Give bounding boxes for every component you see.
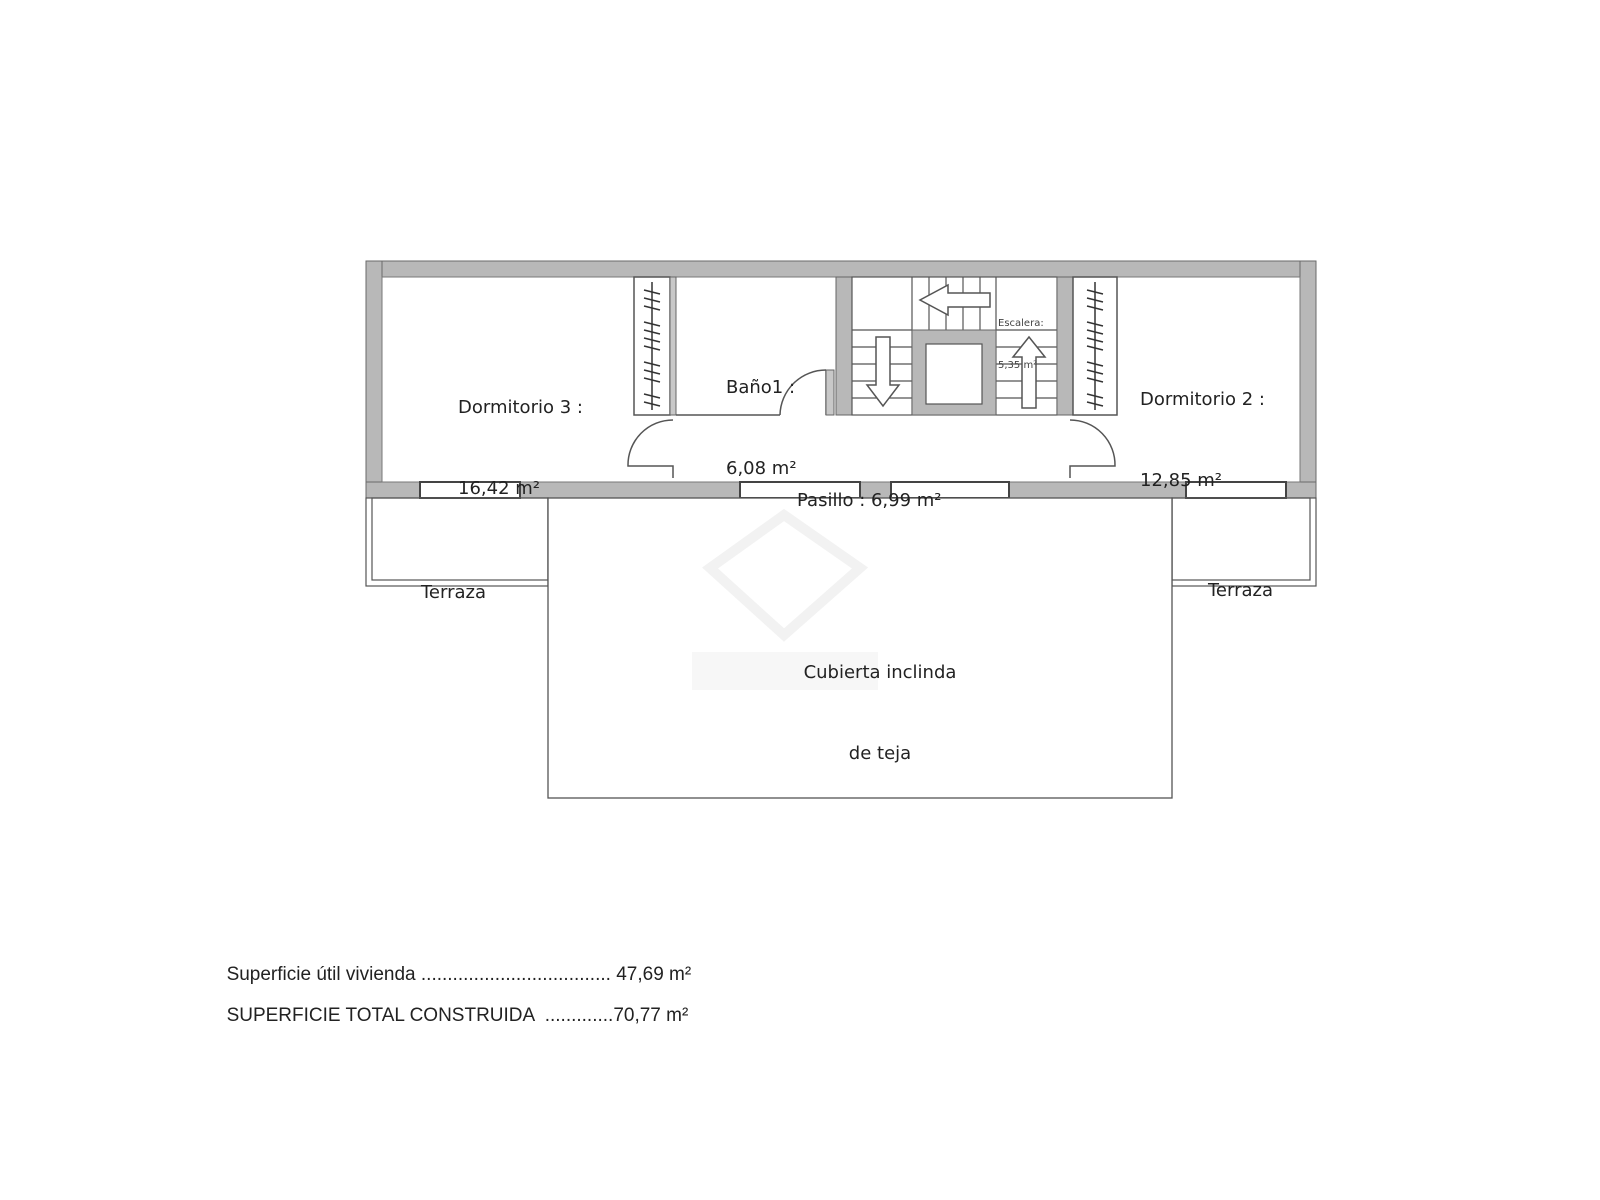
room-label-terraza-right: Terraza [1208,523,1273,631]
wardrobe-left [633,276,677,416]
room-label-pasillo: Pasillo : 6,99 m² [797,433,942,541]
total-label: Superficie útil vivienda [226,964,416,985]
room-label-dormitorio-3: Dormitorio 3 : 16,42 m² [458,340,583,529]
room-area: 5,35 m² [998,360,1038,371]
total-label: SUPERFICIE TOTAL CONSTRUIDA [226,1005,535,1026]
leader-dots: ............. [534,1005,614,1026]
room-name: Pasillo : 6,99 m² [797,490,942,511]
room-area: 6,08 m² [726,458,797,479]
arrow-down-icon [865,336,901,408]
room-name: Cubierta inclinda [803,662,957,683]
room-label-bano-1: Baño1 : 6,08 m² [726,320,797,509]
watermark-bar [692,652,878,690]
windows [419,481,1287,499]
room-name: Baño1 : [726,377,796,398]
room-name: Dormitorio 2 : [1140,389,1265,410]
total-value: 47,69 m² [610,964,692,985]
room-name: Terraza [1208,580,1274,601]
room-label-cubierta: Cubierta inclinda de teja [790,605,970,794]
tiled-roof [547,497,1173,799]
total-value: 70,77 m² [613,1005,689,1026]
watermark-logo [702,508,869,642]
room-name: Terraza [421,582,487,603]
room-area: 12,85 m² [1140,470,1223,491]
total-useful-area: Superficie útil vivienda ...............… [216,942,692,986]
stair-arrows [865,283,1047,409]
wardrobe-right [1072,276,1118,416]
room-name: Dormitorio 3 : [458,397,583,418]
arrow-up-icon [1011,335,1047,409]
room-label-terraza-left: Terraza [421,525,486,633]
total-built-area: SUPERFICIE TOTAL CONSTRUIDA ............… [216,983,689,1027]
room-name-line2: de teja [848,743,912,764]
room-label-dormitorio-2: Dormitorio 2 : 12,85 m² [1140,332,1265,521]
bedroom-doors [627,419,1116,478]
room-name: Escalera: [998,318,1044,329]
arrow-left-icon [918,283,991,317]
bathroom-door [779,369,827,416]
room-label-escalera: Escalera: 5,35 m² [998,289,1044,387]
leader-dots: .................................... [415,964,611,985]
room-area: 16,42 m² [458,478,541,499]
